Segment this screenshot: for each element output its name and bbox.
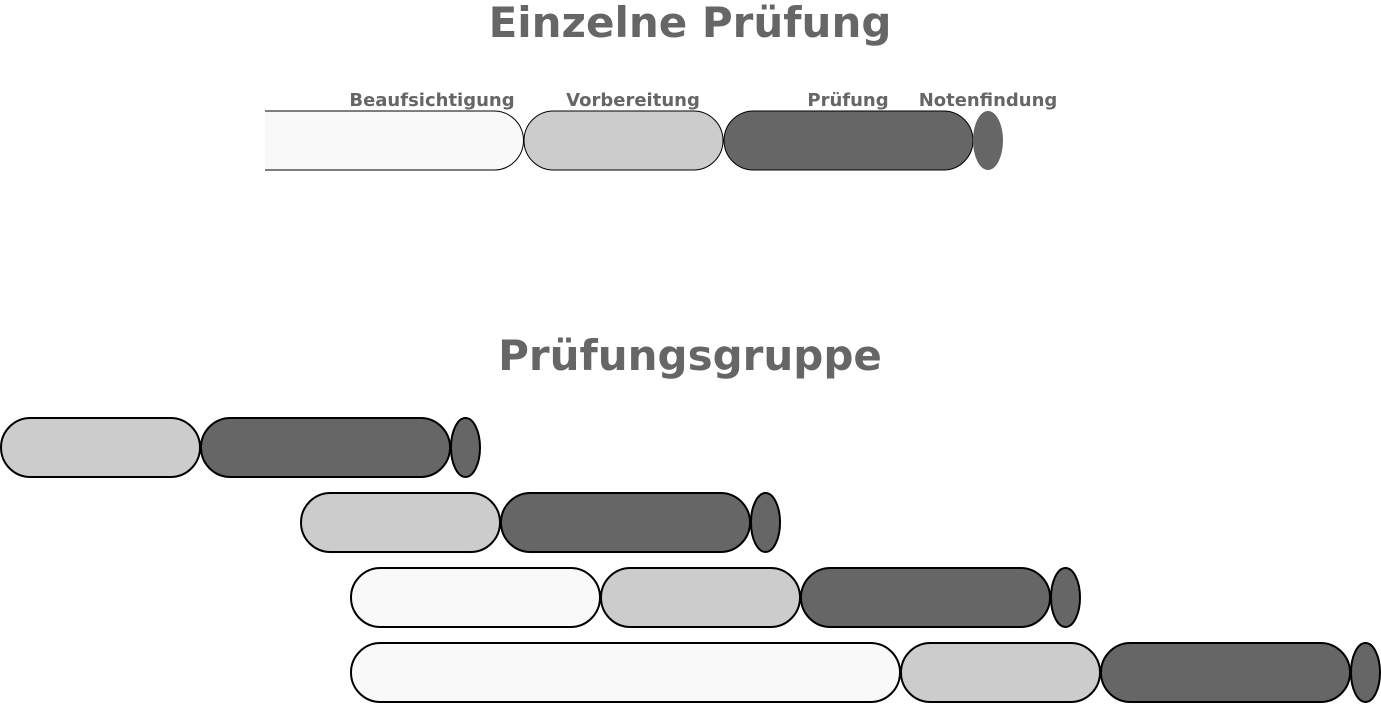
grading-segment bbox=[1350, 642, 1381, 703]
label-exam: Prüfung bbox=[807, 90, 888, 111]
preparation-segment bbox=[523, 110, 724, 171]
preparation-segment bbox=[300, 492, 501, 553]
supervision-segment bbox=[350, 642, 901, 703]
exam-segment bbox=[1100, 642, 1351, 703]
supervision-outline bbox=[265, 110, 524, 171]
group-row-4 bbox=[350, 642, 1381, 703]
exam-segment bbox=[200, 417, 451, 478]
single-exam-bar bbox=[265, 110, 1003, 171]
group-row-2 bbox=[300, 492, 781, 553]
preparation-segment bbox=[900, 642, 1101, 703]
group-row-3 bbox=[350, 567, 1081, 628]
single-exam-title: Einzelne Prüfung bbox=[489, 0, 892, 47]
grading-segment bbox=[973, 111, 1003, 170]
label-grading: Notenfindung bbox=[919, 90, 1058, 111]
exam-segment bbox=[723, 110, 974, 171]
supervision-segment bbox=[265, 111, 524, 170]
label-supervision: Beaufsichtigung bbox=[349, 90, 514, 111]
group-row-1 bbox=[0, 417, 481, 478]
grading-segment bbox=[1050, 567, 1081, 628]
grading-segment bbox=[750, 492, 781, 553]
label-preparation: Vorbereitung bbox=[566, 90, 700, 111]
exam-segment bbox=[500, 492, 751, 553]
preparation-segment bbox=[600, 567, 801, 628]
supervision-segment bbox=[350, 567, 601, 628]
exam-group-title: Prüfungsgruppe bbox=[498, 331, 882, 380]
exam-segment bbox=[800, 567, 1051, 628]
preparation-segment bbox=[0, 417, 201, 478]
grading-segment bbox=[450, 417, 481, 478]
